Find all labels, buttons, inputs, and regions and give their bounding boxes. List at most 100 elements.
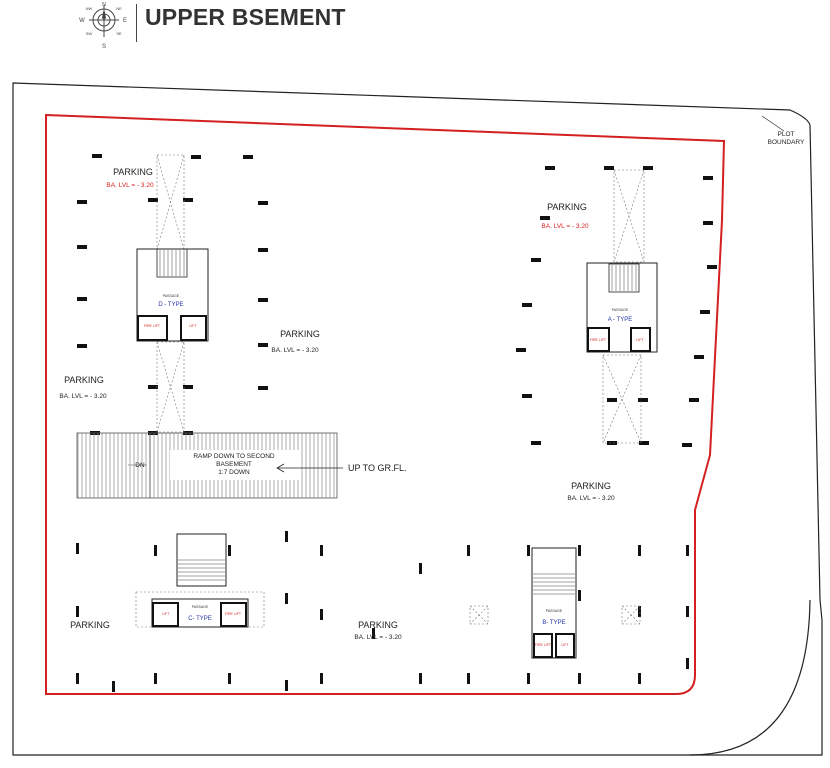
column <box>372 628 375 639</box>
column <box>703 176 713 180</box>
column <box>607 398 617 402</box>
column <box>578 545 581 556</box>
column <box>154 545 157 556</box>
column <box>531 258 541 262</box>
column <box>604 166 614 170</box>
column <box>638 673 641 684</box>
compass-se-label: SE <box>116 31 122 36</box>
core-c-type: PASSAGE C- TYPE FIRE LIFT LIFT <box>135 533 265 628</box>
core-c-passage-label: PASSAGE <box>192 605 209 609</box>
column <box>258 386 268 390</box>
zone-2-label: PARKING <box>280 329 320 339</box>
column <box>578 590 581 601</box>
column <box>76 543 79 554</box>
column <box>148 198 158 202</box>
core-b-fire-lift-label: FIRE LIFT <box>535 643 552 647</box>
core-b-type-label: B- TYPE <box>542 620 565 626</box>
compass-sw-label: SW <box>86 31 93 36</box>
column <box>703 221 713 225</box>
column <box>419 673 422 684</box>
column <box>243 155 253 159</box>
column <box>643 166 653 170</box>
plot-boundary-line <box>12 82 823 756</box>
zone-4-label: PARKING <box>547 202 587 212</box>
core-a-passage-label: PASSAGE <box>612 308 629 312</box>
core-a-type: PASSAGE A - TYPE FIRE LIFT LIFT <box>586 262 658 353</box>
compass-n-label: N <box>102 2 106 8</box>
column <box>285 680 288 691</box>
core-a-fire-lift-label: FIRE LIFT <box>590 338 607 342</box>
column <box>77 200 87 204</box>
column <box>467 673 470 684</box>
column <box>522 303 532 307</box>
column <box>531 441 541 445</box>
header: N S E W NW NE SW SE UPPER BSEMENT <box>0 0 830 50</box>
column <box>638 545 641 556</box>
column <box>694 355 704 359</box>
ventilation-shaft <box>156 154 645 625</box>
core-b-passage-label: PASSAGE <box>546 609 563 613</box>
compass-e-label: E <box>123 18 127 24</box>
plot-boundary-label-2: BOUNDARY <box>768 139 805 146</box>
plot-boundary-leader <box>761 115 785 132</box>
zone-3-level: BA. LVL = - 3.20 <box>59 393 107 400</box>
core-d-passage-label: PASSAGE <box>163 294 180 298</box>
column <box>540 216 550 220</box>
column <box>682 443 692 447</box>
column <box>183 385 193 389</box>
core-a-type-label: A - TYPE <box>608 317 633 323</box>
zone-6-label: PARKING <box>70 620 110 630</box>
column <box>92 154 102 158</box>
core-a-lift-label: LIFT <box>636 338 644 342</box>
column <box>522 394 532 398</box>
core-c-fire-lift-label: FIRE LIFT <box>225 612 242 616</box>
page-title: UPPER BSEMENT <box>145 4 346 30</box>
core-c-type-label: C- TYPE <box>188 616 212 622</box>
zone-7-label: PARKING <box>358 620 398 630</box>
column <box>320 673 323 684</box>
plot-boundary-label-1: PLOT <box>778 131 795 138</box>
column <box>77 344 87 348</box>
ramp-line-1: RAMP DOWN TO SECOND <box>193 453 275 460</box>
column <box>700 310 710 314</box>
zone-7-level: BA. LVL = - 3.20 <box>354 634 402 641</box>
compass-ne-label: NE <box>116 6 122 11</box>
column <box>77 245 87 249</box>
plot-boundary-arc <box>689 599 811 756</box>
compass-icon: N S E W NW NE SW SE <box>79 2 127 50</box>
core-d-type: PASSAGE D - TYPE FIRE LIFT LIFT <box>136 248 209 342</box>
column <box>320 545 323 556</box>
column <box>258 201 268 205</box>
compass-w-label: W <box>79 18 85 24</box>
column <box>76 673 79 684</box>
column <box>516 348 526 352</box>
columns <box>76 154 717 692</box>
ramp-line-3: 1:7 DOWN <box>218 469 250 476</box>
column <box>320 609 323 620</box>
zone-5-label: PARKING <box>571 481 611 491</box>
column <box>686 658 689 669</box>
column <box>638 398 648 402</box>
column <box>419 563 422 574</box>
ramp-up-label: UP TO GR.FL. <box>348 463 407 473</box>
column <box>77 297 87 301</box>
core-d-lift-label: LIFT <box>189 324 197 328</box>
column <box>686 606 689 617</box>
column <box>112 681 115 692</box>
zone-3-label: PARKING <box>64 375 104 385</box>
column <box>191 155 201 159</box>
title-divider <box>136 4 137 42</box>
compass-s-label: S <box>102 44 106 50</box>
core-c-lift-label: LIFT <box>162 612 170 616</box>
column <box>258 343 268 347</box>
column <box>639 441 649 445</box>
core-b-type: PASSAGE B- TYPE FIRE LIFT LIFT <box>531 547 577 659</box>
zone-4-level: BA. LVL = - 3.20 <box>541 223 589 230</box>
column <box>228 673 231 684</box>
ramp-line-2: BASEMENT <box>216 461 252 468</box>
column <box>707 265 717 269</box>
column <box>638 606 641 617</box>
column <box>154 673 157 684</box>
column <box>686 545 689 556</box>
